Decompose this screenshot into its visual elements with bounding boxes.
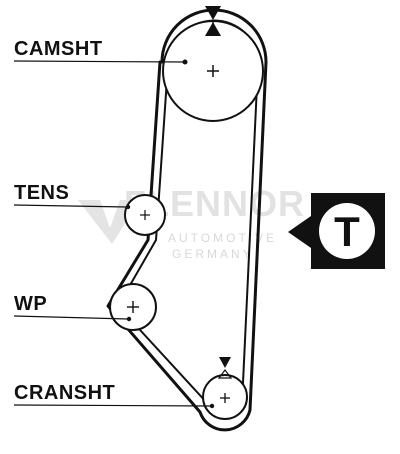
crankshaft-timing-mark-icon: [217, 357, 233, 379]
tensioner-leader-line: [13, 204, 128, 208]
water-pump-pulley: [109, 283, 157, 331]
badge-letter: T: [334, 208, 360, 255]
crankshaft-leader-line: [13, 404, 213, 407]
crankshaft-pulley: [202, 374, 248, 420]
camshaft-leader-line: [13, 60, 185, 63]
belt-outer: [106, 8, 268, 432]
tensioner-label: TENS: [14, 182, 70, 204]
water-pump-leader-line: [13, 315, 130, 320]
water-pump-label: WP: [14, 293, 48, 315]
tensioner-badge: T: [288, 193, 385, 269]
watermark-line1: AUTOMOTIVE: [168, 231, 277, 245]
camshaft-label: CAMSHT: [14, 38, 103, 60]
camshaft-timing-mark-icon: [205, 6, 221, 36]
tensioner-pulley: [124, 194, 166, 236]
crankshaft-label: CRANSHT: [14, 382, 116, 404]
badge-pointer-icon: [288, 216, 311, 248]
watermark-line2: GERMANY: [172, 247, 254, 261]
leader-lines: [13, 60, 213, 407]
watermark: FLENNOR ® AUTOMOTIVE GERMANY: [78, 183, 339, 261]
